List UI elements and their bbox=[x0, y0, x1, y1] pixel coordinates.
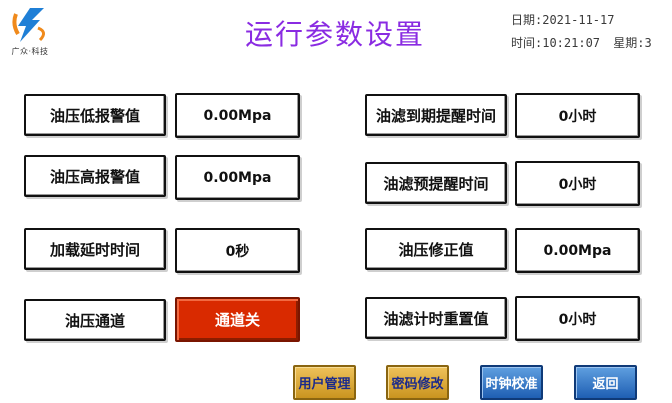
oil-pressure-high-alarm-label: 油压高报警值 bbox=[24, 155, 166, 197]
back-button[interactable]: 返回 bbox=[574, 365, 637, 400]
page-title: 运行参数设置 bbox=[245, 18, 426, 51]
logo-icon bbox=[12, 8, 45, 42]
filter-timer-reset-value[interactable]: 0小时 bbox=[515, 296, 640, 341]
oil-pressure-low-alarm-value[interactable]: 0.00Mpa bbox=[175, 93, 300, 138]
filter-expiry-reminder-label: 油滤到期提醒时间 bbox=[365, 94, 507, 136]
load-delay-time-label: 加载延时时间 bbox=[24, 228, 166, 270]
user-management-button[interactable]: 用户管理 bbox=[293, 365, 356, 400]
date-readout: 日期:2021-11-17 bbox=[511, 11, 614, 28]
time-readout: 时间:10:21:07 星期:3 bbox=[511, 34, 652, 51]
filter-pre-reminder-label: 油滤预提醒时间 bbox=[365, 162, 507, 204]
oil-pressure-channel-toggle[interactable]: 通道关 bbox=[175, 297, 300, 342]
filter-pre-reminder-value[interactable]: 0小时 bbox=[515, 161, 640, 206]
weekday-label: 星期: bbox=[613, 36, 645, 50]
oil-pressure-correction-label: 油压修正值 bbox=[365, 228, 507, 270]
filter-timer-reset-label: 油滤计时重置值 bbox=[365, 297, 507, 339]
date-value: 2021-11-17 bbox=[542, 13, 615, 27]
load-delay-time-value[interactable]: 0秒 bbox=[175, 228, 300, 273]
time-label: 时间: bbox=[511, 36, 543, 50]
password-change-button[interactable]: 密码修改 bbox=[386, 365, 449, 400]
weekday-value: 3 bbox=[644, 36, 652, 50]
oil-pressure-high-alarm-value[interactable]: 0.00Mpa bbox=[175, 155, 300, 200]
filter-expiry-reminder-value[interactable]: 0小时 bbox=[515, 93, 640, 138]
oil-pressure-low-alarm-label: 油压低报警值 bbox=[24, 94, 166, 136]
brand-name: 广众·科技 bbox=[11, 47, 49, 56]
oil-pressure-correction-value[interactable]: 0.00Mpa bbox=[515, 228, 640, 273]
oil-pressure-channel-label: 油压通道 bbox=[24, 299, 166, 341]
date-label: 日期: bbox=[511, 13, 543, 27]
clock-calibrate-button[interactable]: 时钟校准 bbox=[480, 365, 543, 400]
time-value: 10:21:07 bbox=[542, 36, 601, 50]
company-logo: 广众·科技 bbox=[4, 6, 56, 58]
